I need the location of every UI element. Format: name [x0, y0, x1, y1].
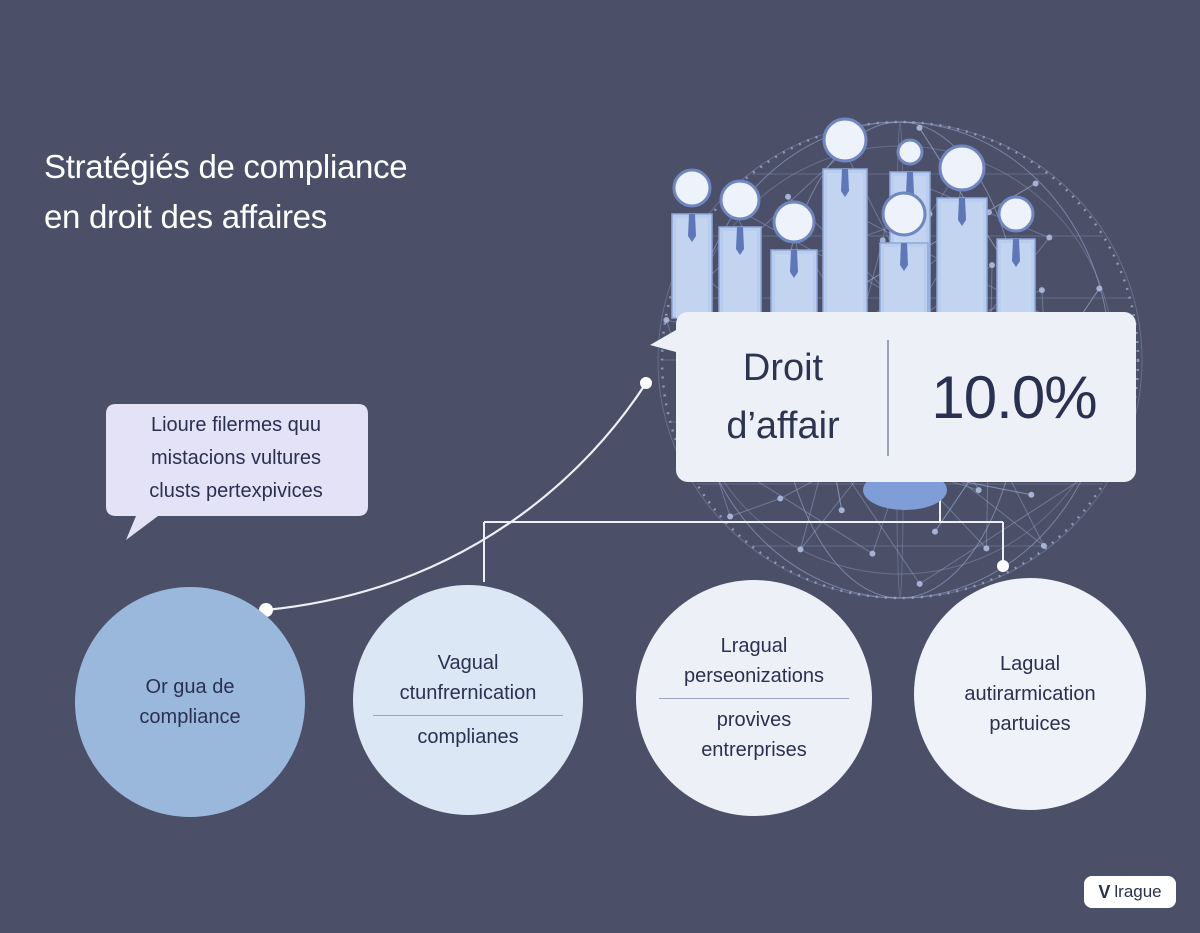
node-sub-line: entrerprises [701, 739, 807, 761]
highlight-card: Droit d’affair 10.0% [676, 312, 1136, 482]
callout-line: clusts pertexpivices [149, 479, 323, 502]
title-line: en droit des affaires [44, 198, 327, 235]
node-title-line: perseonizations [683, 665, 825, 687]
node-title-line: Or gua de [145, 676, 235, 698]
node-title-line: Vagual [437, 652, 499, 674]
node-3-text: Lragual perseonizations provives entrerp… [636, 580, 872, 816]
node-sub-line: complianes [417, 726, 519, 748]
highlight-card-bg [650, 312, 1136, 510]
title-line: Stratégiés de compliance [44, 148, 408, 185]
check-mark-icon: V [1098, 881, 1111, 902]
card-label-line: d’affair [726, 405, 840, 447]
card-value: 10.0% [931, 363, 1097, 431]
callout-bubble [106, 404, 368, 540]
node-title-line: autirarmication [964, 683, 1096, 705]
node-2-text: Vagual ctunfrernication complianes [353, 585, 583, 815]
node-4-text: Lagual autirarmication partuices [914, 578, 1146, 810]
node-1-text: Or gua de compliance [75, 587, 305, 817]
node-title-line: Lragual [720, 635, 788, 657]
node-title-line: partuices [989, 713, 1071, 735]
callout-line: mistacions vultures [150, 446, 322, 469]
card-label: Droit d’affair [676, 312, 890, 482]
node-title-line: ctunfrernication [399, 682, 537, 704]
callout-line: Lioure filermes quu [150, 413, 322, 436]
node-title-line: compliance [139, 706, 241, 728]
connector-dot [997, 560, 1009, 572]
page-title: Stratégiés de compliance en droit des af… [44, 142, 564, 242]
node-divider [659, 698, 849, 699]
business-people-illustration [671, 117, 1036, 319]
node-title-line: Lagual [999, 653, 1061, 675]
badge-label: lrague [1114, 882, 1162, 901]
callout-text: Lioure filermes quu mistacions vultures … [104, 404, 368, 512]
connector-dot [640, 377, 652, 389]
badge-bg [1084, 876, 1176, 908]
node-divider [373, 715, 563, 716]
brand-badge: V lrague [1084, 876, 1176, 908]
card-label-line: Droit [742, 347, 824, 389]
node-circles [75, 578, 1146, 817]
node-sub-line: provives [716, 709, 792, 731]
